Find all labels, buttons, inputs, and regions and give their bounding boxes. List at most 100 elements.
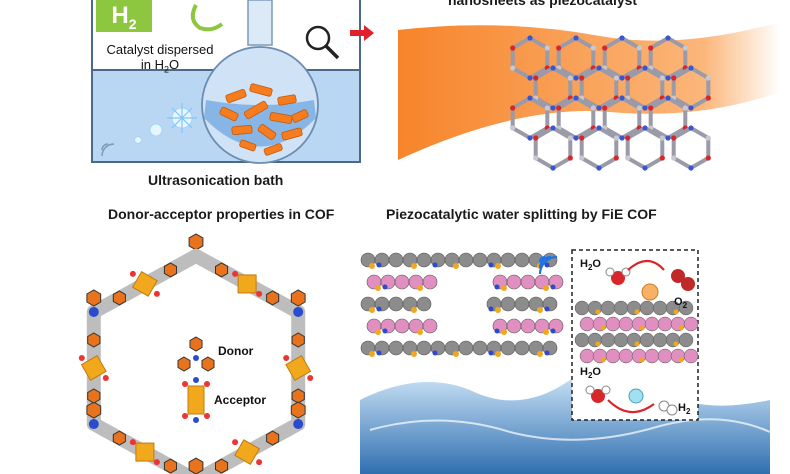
lattice-atom [636, 105, 642, 111]
lattice-atom [550, 165, 556, 171]
lattice-atom [573, 35, 579, 41]
nitrogen-site [494, 328, 500, 334]
nitrogen-site [376, 350, 382, 356]
acceptor-site [411, 351, 417, 357]
inset-atom [579, 316, 595, 332]
inset-atom [678, 332, 694, 348]
layer-atom [506, 318, 522, 334]
catalyst-particles [219, 83, 309, 156]
lattice-atom [596, 65, 602, 71]
inset-atom [579, 348, 595, 364]
lattice-atom [596, 165, 602, 171]
lattice-atom [510, 65, 516, 71]
acceptor-site [411, 307, 417, 313]
acceptor-unit-icon [182, 377, 210, 423]
acceptor-site [543, 285, 549, 291]
acceptor-site [375, 329, 381, 335]
h2-sub: 2 [128, 15, 137, 32]
inset-atom [600, 332, 616, 348]
lattice-atom [567, 135, 573, 141]
water-splitting-caption: Piezocatalytic water splitting by FiE CO… [386, 206, 657, 222]
donor-benzene [290, 289, 306, 307]
acceptor-core [80, 355, 107, 381]
layer-atom [458, 340, 474, 356]
oxygen-label: O2 [674, 296, 688, 311]
linker-benzene [215, 458, 229, 474]
linker-benzene [87, 332, 101, 348]
nitrogen-site [488, 306, 494, 312]
lattice-atom [682, 45, 688, 51]
lattice-atom [550, 105, 556, 111]
inset-acceptor-site [595, 309, 601, 315]
lattice-atom [544, 105, 550, 111]
donor-acceptor-caption: Donor-acceptor properties in COF [108, 206, 335, 222]
carbonyl-oxygen [102, 375, 109, 381]
bath-caption: Ultrasonication bath [148, 172, 284, 188]
transition-arrow-icon [350, 25, 374, 41]
lattice-atom [636, 45, 642, 51]
layer-atom [506, 274, 522, 290]
carbonyl-oxygen [283, 355, 290, 361]
h2-gas-box: H2 [96, 0, 152, 32]
acceptor-site [417, 329, 423, 335]
carbonyl-oxygen [232, 270, 239, 277]
inset-acceptor-site [595, 341, 601, 347]
nanosheet-caption: nanosheets as piezocatalyst [448, 0, 638, 8]
lattice-atom [579, 155, 585, 161]
inset-acceptor-site [600, 325, 606, 331]
lattice-atom [602, 105, 608, 111]
acceptor-site [369, 307, 375, 313]
layer-atom [514, 296, 530, 312]
acceptor-site [369, 263, 375, 269]
acceptor-label: Acceptor [214, 393, 267, 407]
lattice-atom [544, 45, 550, 51]
inset-atom [644, 316, 660, 332]
lattice-atom [613, 75, 619, 81]
bubble-small [134, 136, 142, 144]
inset-acceptor-site [678, 357, 684, 363]
magnifier-icon [305, 25, 340, 60]
linker-benzene [163, 262, 177, 278]
inset-acceptor-site [639, 357, 645, 363]
catalyst-line2: in H2O [140, 57, 180, 75]
lattice-atom [602, 45, 608, 51]
nitrogen-site [376, 262, 382, 268]
lattice-hexagon [533, 125, 573, 171]
nitrogen-site [494, 284, 500, 290]
acceptor-site [369, 351, 375, 357]
lattice-atom [527, 95, 533, 101]
lattice-atom [596, 125, 602, 131]
lattice-atom [625, 75, 631, 81]
inset-acceptor-site [673, 309, 679, 315]
layer-atom [514, 252, 530, 268]
lattice-atom [533, 155, 539, 161]
layer-atom [394, 318, 410, 334]
inset-atom [618, 348, 634, 364]
lattice-atom [665, 75, 671, 81]
inset-atom [657, 348, 673, 364]
linker-benzene [87, 388, 101, 404]
lattice-atom [533, 135, 539, 141]
layer-atom [416, 252, 432, 268]
lattice-atom [671, 135, 677, 141]
inset-atom [683, 316, 699, 332]
layer-atom [472, 340, 488, 356]
carbonyl-oxygen [129, 439, 136, 446]
acceptor-site [453, 351, 459, 357]
lattice-atom [573, 75, 579, 81]
layer-atom [422, 318, 438, 334]
lattice-atom [619, 75, 625, 81]
nanosheet-panel: nanosheets as piezocatalyst [380, 0, 790, 200]
lattice-hexagon [671, 125, 711, 171]
acceptor-site [537, 307, 543, 313]
lattice-atom [510, 105, 516, 111]
inset-acceptor-site [600, 357, 606, 363]
layer-atom [388, 340, 404, 356]
nanosheet-sheet [398, 22, 780, 160]
layer-atom [388, 252, 404, 268]
nitrogen-site [432, 350, 438, 356]
layer-atom [458, 252, 474, 268]
carbonyl-oxygen [232, 439, 239, 446]
nitrogen-site [550, 284, 556, 290]
donor-label: Donor [218, 344, 254, 358]
